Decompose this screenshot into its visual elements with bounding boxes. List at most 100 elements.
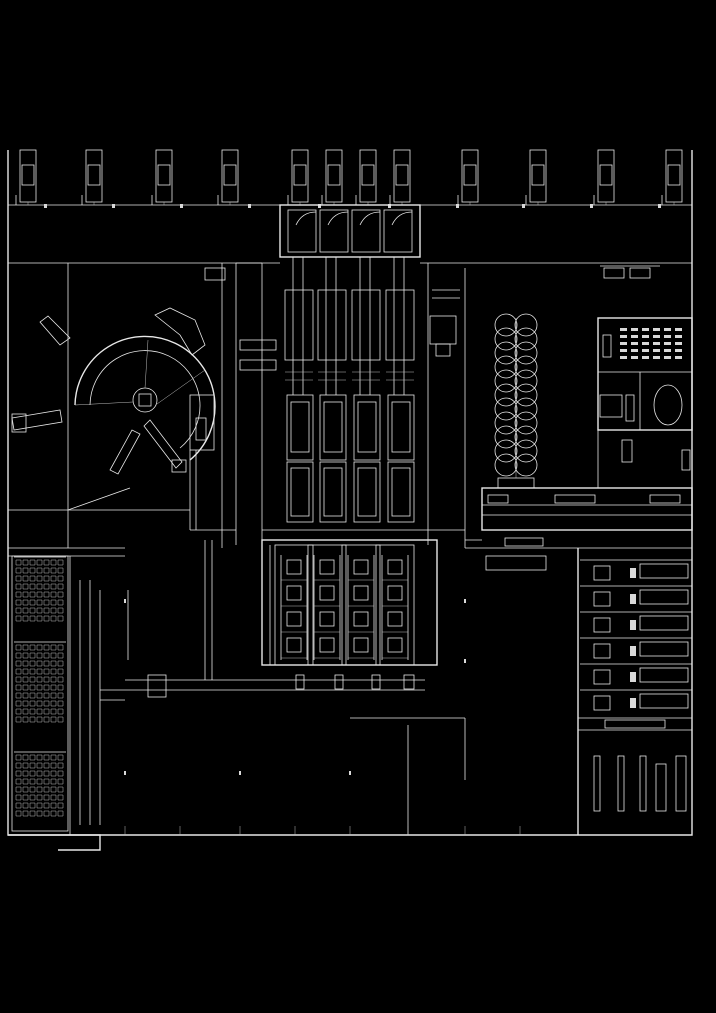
seat [43, 700, 50, 707]
truck [19, 149, 37, 205]
central-process-block [190, 204, 466, 548]
cylinder-column [494, 313, 538, 489]
seat [675, 356, 682, 359]
cabinet [655, 763, 667, 812]
seat [36, 770, 43, 777]
seat [36, 591, 43, 598]
seat [50, 660, 57, 667]
seat [675, 328, 682, 331]
seat [57, 708, 64, 715]
seat [22, 762, 29, 769]
truck [359, 149, 377, 205]
cylinder [494, 355, 518, 379]
seat [57, 591, 64, 598]
booth-counter [639, 667, 689, 683]
seat [50, 786, 57, 793]
seat [29, 778, 36, 785]
seat [15, 778, 22, 785]
seat [653, 328, 660, 331]
cylinder [514, 327, 538, 351]
seat [36, 599, 43, 606]
cylinder [514, 411, 538, 435]
seat [22, 676, 29, 683]
booth-post [630, 646, 636, 656]
seat [50, 810, 57, 817]
seat [29, 708, 36, 715]
seat [29, 583, 36, 590]
seat [15, 754, 22, 761]
south-corridor [100, 540, 466, 835]
hall-dimension-ticks [124, 599, 521, 835]
seat [36, 708, 43, 715]
truck [529, 149, 547, 205]
process-lane [307, 257, 347, 666]
seat [22, 660, 29, 667]
column-marker [464, 659, 466, 663]
booth-post [630, 672, 636, 682]
process-lane [274, 257, 314, 666]
seat [36, 559, 43, 566]
east-booths [577, 548, 692, 835]
seat [675, 349, 682, 352]
seat [43, 684, 50, 691]
seat [43, 770, 50, 777]
cylinder [494, 453, 518, 477]
seat [29, 754, 36, 761]
seat [675, 342, 682, 345]
seat [15, 786, 22, 793]
dock-bumper [180, 204, 183, 208]
seat [57, 607, 64, 614]
booth-desk [593, 695, 611, 711]
seat [50, 615, 57, 622]
cabinet [639, 755, 647, 812]
seat [57, 559, 64, 566]
seat [57, 778, 64, 785]
seat [57, 668, 64, 675]
seat [43, 599, 50, 606]
seat [50, 676, 57, 683]
seat [22, 708, 29, 715]
truck [85, 149, 103, 205]
seat [653, 342, 660, 345]
seat [15, 810, 22, 817]
seat [50, 778, 57, 785]
seat [43, 575, 50, 582]
seat [29, 567, 36, 574]
seat [57, 575, 64, 582]
booth-post [630, 698, 636, 708]
seat [631, 335, 638, 338]
seat [22, 778, 29, 785]
seat [15, 599, 22, 606]
seat [15, 708, 22, 715]
seat [29, 802, 36, 809]
process-lane [375, 257, 415, 666]
seat [50, 700, 57, 707]
seat [664, 335, 671, 338]
cylinder [514, 355, 538, 379]
seat [36, 684, 43, 691]
seat [43, 802, 50, 809]
seat [43, 559, 50, 566]
seat [50, 652, 57, 659]
seat [15, 684, 22, 691]
seat [15, 700, 22, 707]
seat [22, 684, 29, 691]
seat [36, 802, 43, 809]
seat [43, 615, 50, 622]
seat [29, 676, 36, 683]
seat [29, 786, 36, 793]
seat [36, 668, 43, 675]
truck [461, 149, 479, 205]
seat [50, 716, 57, 723]
east-upper-rooms [597, 265, 693, 488]
seat [57, 786, 64, 793]
carousel-room [8, 263, 223, 548]
booth-counter [639, 589, 689, 605]
seat [22, 615, 29, 622]
seat [43, 644, 50, 651]
seat [57, 599, 64, 606]
lower-bay-frame [261, 539, 438, 666]
cabinet [675, 755, 687, 812]
seat [50, 591, 57, 598]
